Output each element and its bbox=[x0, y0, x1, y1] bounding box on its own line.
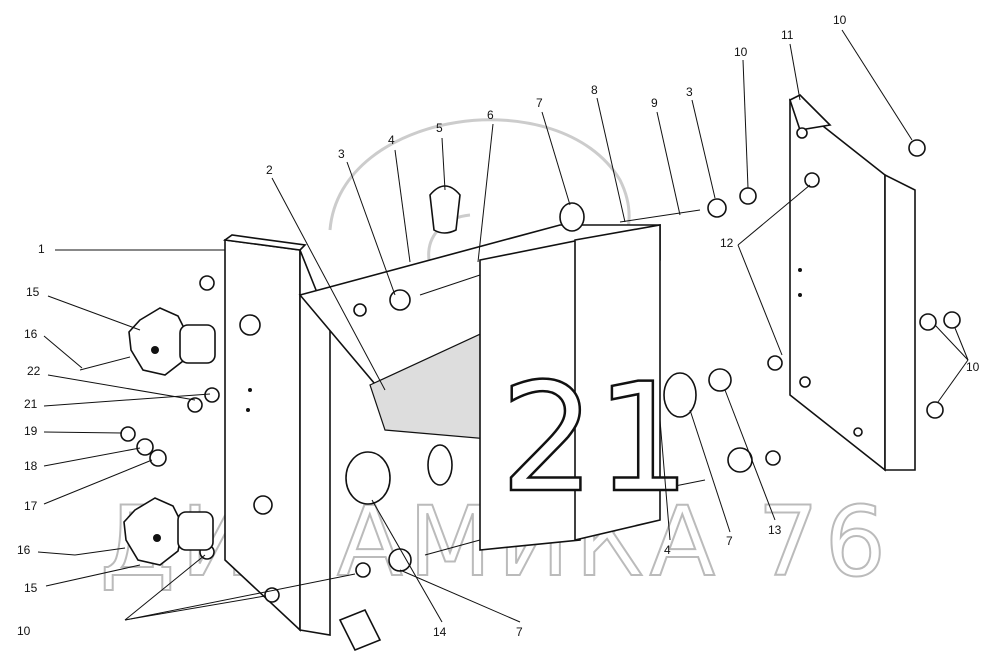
display-number: 21 bbox=[500, 352, 691, 526]
callout-9: 9 bbox=[651, 96, 658, 110]
callout-7: 7 bbox=[726, 534, 733, 548]
callout-10: 10 bbox=[833, 13, 847, 27]
callout-15: 15 bbox=[26, 285, 40, 299]
callout-14: 14 bbox=[433, 625, 447, 639]
callout-13: 13 bbox=[768, 523, 782, 537]
callout-18: 18 bbox=[24, 459, 38, 473]
callouts: 1 15 16 22 21 19 18 17 16 15 10 2 3 4 5 … bbox=[17, 13, 980, 639]
callout-21: 21 bbox=[24, 397, 38, 411]
callout-3: 3 bbox=[338, 147, 345, 161]
callout-6: 6 bbox=[487, 108, 494, 122]
callout-5: 5 bbox=[436, 121, 443, 135]
callout-22: 22 bbox=[27, 364, 41, 378]
callout-4: 4 bbox=[388, 133, 395, 147]
callout-1: 1 bbox=[38, 242, 45, 256]
callout-10: 10 bbox=[17, 624, 31, 638]
left-plate bbox=[222, 234, 331, 636]
callout-17: 17 bbox=[24, 499, 38, 513]
callout-8: 8 bbox=[591, 83, 598, 97]
callout-15: 15 bbox=[24, 581, 38, 595]
callout-19: 19 bbox=[24, 424, 38, 438]
leader-lines bbox=[37, 29, 969, 623]
small-parts bbox=[120, 139, 961, 652]
callout-12: 12 bbox=[720, 236, 734, 250]
callout-11: 11 bbox=[781, 28, 794, 42]
callout-16: 16 bbox=[24, 327, 38, 341]
callout-10: 10 bbox=[734, 45, 748, 59]
callout-10: 10 bbox=[966, 360, 980, 374]
knobs bbox=[74, 307, 216, 566]
flip-cards: 21 bbox=[479, 224, 692, 551]
callout-2: 2 bbox=[266, 163, 273, 177]
callout-16: 16 bbox=[17, 543, 31, 557]
right-plate bbox=[789, 94, 916, 472]
callout-7: 7 bbox=[516, 625, 523, 639]
callout-4: 4 bbox=[664, 543, 671, 557]
callout-7: 7 bbox=[536, 96, 543, 110]
callout-3: 3 bbox=[686, 85, 693, 99]
